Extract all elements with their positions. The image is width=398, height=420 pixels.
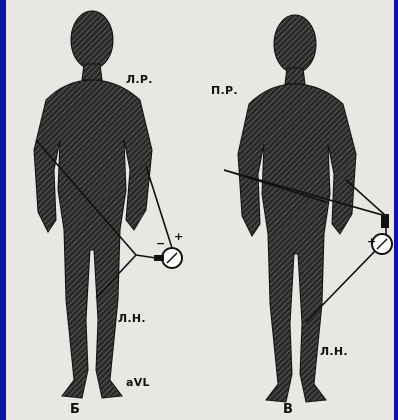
meter-minus-sign: − (156, 237, 166, 250)
right-human-figure (238, 15, 356, 402)
label-lead-avl: aVL (126, 376, 150, 389)
panel-letter-b: Б (70, 402, 80, 417)
left-galvanometer (154, 248, 182, 268)
meter-plus-sign-right: + (367, 235, 377, 248)
panel-letter-v: В (283, 402, 293, 417)
label-left-arm: Л.Р. (126, 73, 153, 86)
label-right-arm: П.Р. (211, 84, 238, 97)
diagram-frame: Л.Р. Л.Н. aVL − + Б П.Р. Л.Н. + В (6, 0, 394, 420)
label-left-leg-right-panel: Л.Н. (320, 345, 348, 358)
right-galvanometer (372, 214, 392, 254)
label-left-leg: Л.Н. (118, 312, 146, 325)
meter-plus-sign: + (174, 230, 184, 243)
